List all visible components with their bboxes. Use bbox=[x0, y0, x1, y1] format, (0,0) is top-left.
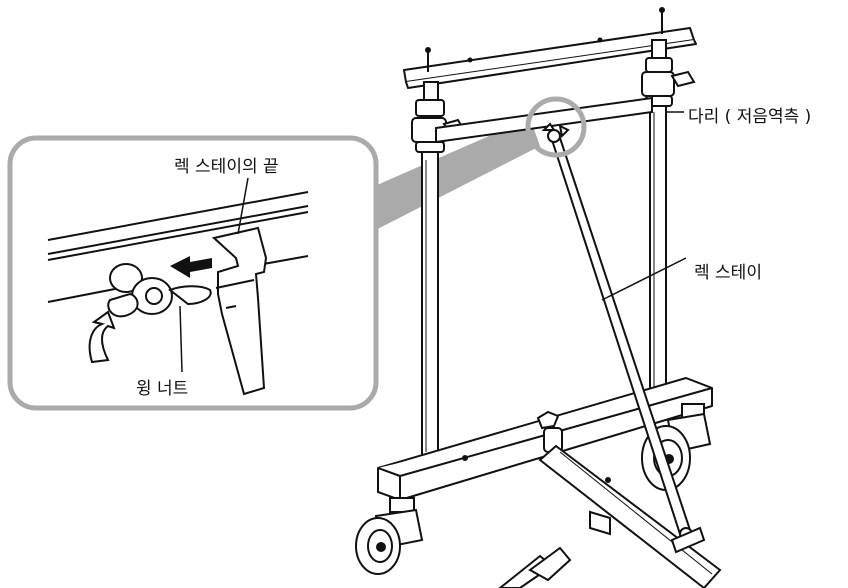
stay-top-wingnut bbox=[541, 122, 570, 143]
rack-stay-bar bbox=[550, 136, 706, 554]
right-post bbox=[641, 39, 696, 397]
direction-arrow-left bbox=[170, 256, 212, 278]
zoom-stay-end bbox=[211, 226, 268, 396]
label-wing-nut: 윙 너트 bbox=[136, 379, 189, 399]
label-leg-bass: 다리 ( 저음역측 ) bbox=[688, 107, 812, 127]
rotation-arrow bbox=[88, 310, 116, 364]
upper-crossbar bbox=[435, 96, 653, 144]
left-caster bbox=[355, 497, 424, 575]
zoom-rail bbox=[47, 191, 309, 303]
label-rack-stay-end: 렉 스테이의 끝 bbox=[174, 157, 279, 177]
zoom-wing-nut bbox=[107, 263, 212, 318]
center-mount bbox=[536, 410, 722, 588]
leader-lines bbox=[179, 111, 687, 373]
callout-connector bbox=[352, 118, 540, 238]
top-rail bbox=[403, 7, 697, 89]
lower-brace bbox=[498, 510, 611, 588]
zoom-box bbox=[7, 135, 379, 411]
callout-circle bbox=[525, 96, 587, 158]
label-rack-stay: 렉 스테이 bbox=[694, 263, 762, 283]
